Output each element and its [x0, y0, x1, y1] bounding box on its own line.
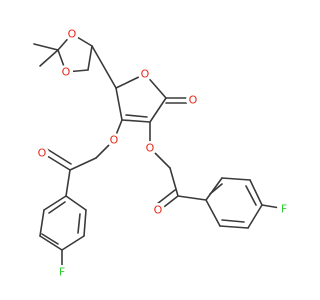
svg-text:O: O	[110, 134, 119, 147]
oxygen-atom: O	[143, 141, 157, 155]
svg-text:F: F	[281, 203, 287, 216]
bond	[149, 97, 167, 123]
oxygen-atom: O	[59, 65, 73, 79]
svg-text:O: O	[154, 204, 163, 217]
bond	[39, 49, 59, 67]
bond-layer	[33, 33, 281, 269]
svg-text:O: O	[68, 28, 77, 41]
bond	[33, 43, 59, 51]
bond	[43, 195, 67, 211]
bond	[115, 87, 123, 121]
bond	[261, 204, 281, 209]
bond	[245, 185, 257, 206]
oxygen-atom: O	[65, 27, 79, 41]
bond	[43, 153, 71, 171]
bond	[219, 225, 249, 229]
bond	[48, 201, 66, 214]
bond	[169, 167, 179, 197]
svg-text:F: F	[59, 266, 65, 279]
bond	[121, 119, 151, 123]
bond	[205, 177, 223, 201]
bond	[209, 183, 223, 195]
chemical-structure: O O O O O O O O	[33, 27, 291, 279]
bond	[91, 45, 117, 89]
oxygen-atom: O	[186, 93, 200, 107]
fluorine-atom: F	[277, 202, 291, 216]
bond	[87, 45, 93, 71]
bond	[205, 199, 221, 227]
svg-text:O: O	[38, 147, 47, 160]
bond	[77, 213, 81, 234]
oxygen-atom: O	[151, 203, 165, 217]
bond	[65, 169, 71, 197]
bond	[83, 209, 87, 237]
bond	[46, 148, 72, 165]
bond	[61, 235, 85, 251]
bond	[125, 114, 148, 118]
bond	[221, 177, 251, 181]
bond	[69, 157, 97, 171]
svg-text:O: O	[141, 68, 150, 81]
svg-text:O: O	[62, 66, 71, 79]
bond	[249, 179, 263, 206]
svg-text:O: O	[146, 142, 155, 155]
oxygen-atom: O	[35, 146, 49, 160]
bond	[156, 189, 176, 205]
svg-text:O: O	[189, 94, 198, 107]
atom-labels: O O O O O O O O	[35, 27, 291, 279]
bond	[177, 195, 207, 201]
bond	[247, 204, 263, 229]
fluorine-atom: F	[55, 265, 69, 279]
bond	[221, 219, 245, 223]
bond	[39, 235, 63, 251]
bond	[39, 209, 45, 237]
bond	[41, 233, 59, 245]
bond	[65, 195, 87, 211]
oxygen-atom: O	[107, 133, 121, 147]
oxygen-atom: O	[138, 67, 152, 81]
